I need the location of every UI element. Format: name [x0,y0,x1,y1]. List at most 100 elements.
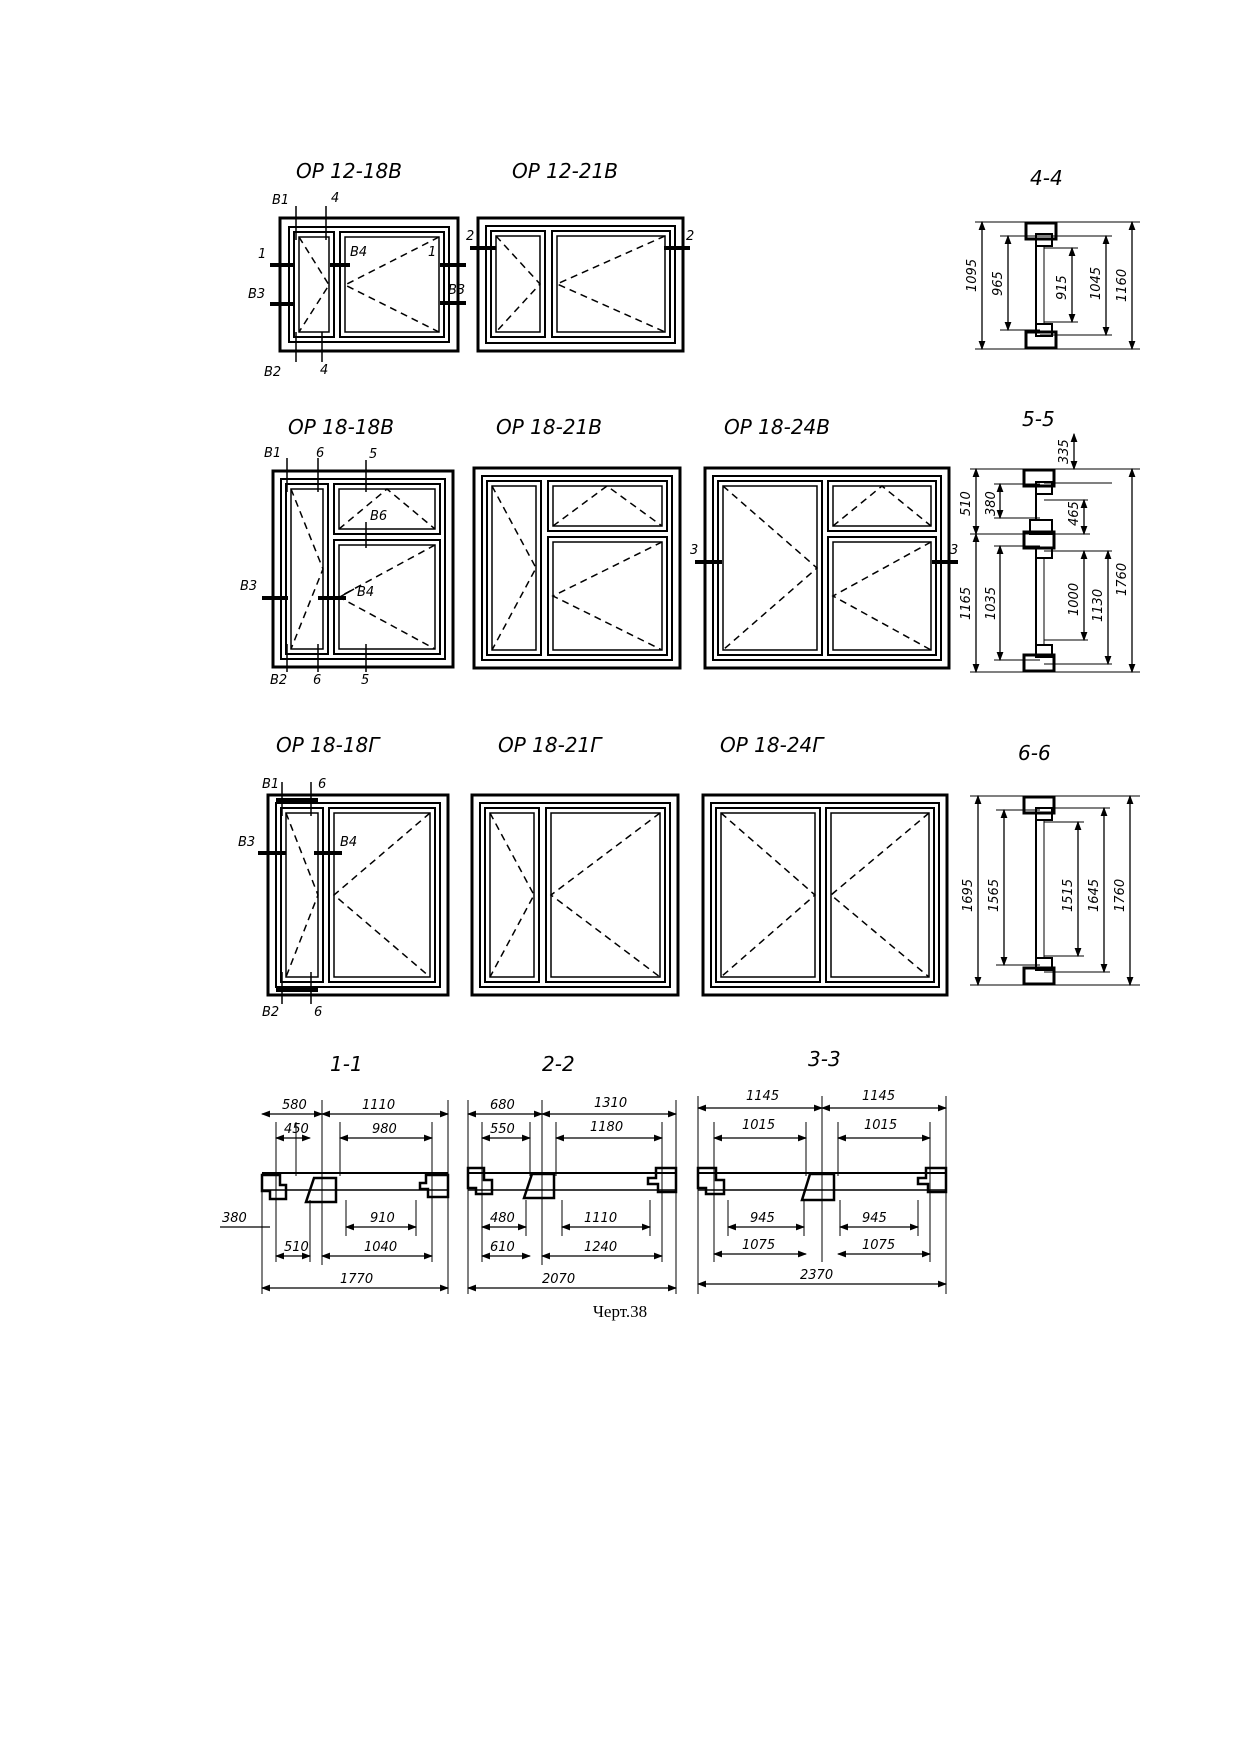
dim-label: 980 [372,1122,397,1137]
section-title: 6-6 [1018,741,1051,765]
dim-label: 1075 [862,1238,895,1253]
marker-label: В4 [340,835,357,850]
marker-label: В6 [370,509,387,524]
dim-label: 1035 [984,587,999,620]
dim-label: 1695 [961,879,976,912]
dim-label: 610 [490,1240,515,1255]
dim-label: 335 [1057,439,1072,464]
marker-label: В3 [248,287,265,302]
dim-label: 1770 [340,1272,373,1287]
dim-label: 1095 [965,259,980,292]
dim-label: 2370 [800,1268,833,1283]
dim-label: 945 [862,1211,887,1226]
dim-label: 510 [959,491,974,516]
marker-label: 1 [258,247,266,262]
section-title: 5-5 [1022,407,1055,431]
window-title: ОР 12-18В [296,159,402,183]
marker-label: 6 [318,777,326,792]
dim-label: 2070 [542,1272,575,1287]
window-title: ОР 18-24Г [720,733,825,757]
dim-label: 1515 [1061,879,1076,912]
marker-label: 5 [361,673,369,688]
dim-label: 1310 [594,1096,627,1111]
marker-label: 6 [316,446,324,461]
dim-label: 910 [370,1211,395,1226]
dim-label: 450 [284,1122,309,1137]
section-title: 4-4 [1030,166,1063,190]
marker-label: В1 [264,446,281,461]
plan-section-2-2: 2-2 [466,1052,678,1294]
marker-label: 6 [314,1005,322,1020]
section-title: 3-3 [808,1047,841,1071]
dim-label: 1000 [1067,583,1082,616]
dim-label: 1110 [362,1098,395,1113]
section-title: 2-2 [542,1052,575,1076]
marker-label: В2 [264,365,281,380]
section-5-5: 5-5 [959,407,1140,674]
dim-label: 380 [984,491,999,516]
dim-label: 1015 [742,1118,775,1133]
dim-label: 550 [490,1122,515,1137]
marker-label: В2 [262,1005,279,1020]
dim-label: 1165 [959,587,974,620]
dim-label: 965 [991,271,1006,296]
marker-label: В3 [238,835,255,850]
marker-label: В2 [270,673,287,688]
window-title: ОР 18-21Г [498,733,603,757]
dim-label: 1015 [864,1118,897,1133]
dim-label: 1045 [1089,267,1104,300]
section-4-4: 4-4 [965,166,1140,351]
dim-label: 1565 [987,879,1002,912]
dim-label: 1760 [1113,879,1128,912]
marker-label: В3 [448,283,465,298]
dim-label: 945 [750,1211,775,1226]
dim-label: 680 [490,1098,515,1113]
dim-label: 1040 [364,1240,397,1255]
dim-label: 1180 [590,1120,623,1135]
dim-label: 380 [222,1211,247,1226]
dim-label: 510 [284,1240,309,1255]
marker-label: 6 [313,673,321,688]
marker-label: 2 [686,229,694,244]
marker-label: 4 [320,363,328,378]
marker-label: В3 [240,579,257,594]
dim-label: 1645 [1087,879,1102,912]
dim-label: 1240 [584,1240,617,1255]
window-or-12-21v: ОР 12-21В 2 2 [466,159,694,353]
marker-label: В4 [357,585,374,600]
window-or-18-18g: ОР 18-18Г В1 [238,733,450,1020]
window-title: ОР 18-18В [288,415,394,439]
marker-label: 5 [369,447,377,462]
window-or-18-18v: ОР 18-18В [240,415,455,688]
dim-label: 1160 [1115,269,1130,302]
marker-label: В4 [350,245,367,260]
marker-label: В1 [272,193,289,208]
plan-section-1-1: 1-1 [220,1052,450,1294]
dim-label: 915 [1055,275,1070,300]
dim-label: 580 [282,1098,307,1113]
window-title: ОР 18-18Г [276,733,381,757]
dim-label: 1130 [1091,589,1106,622]
dim-label: 1760 [1115,563,1130,596]
marker-label: В1 [262,777,279,792]
window-or-18-24g: ОР 18-24Г [701,733,949,997]
window-or-12-18v: ОР 12-18В [248,159,466,380]
section-title: 1-1 [330,1052,363,1076]
dim-label: 465 [1067,501,1082,526]
window-title: ОР 18-21В [496,415,602,439]
marker-label: 3 [950,543,958,558]
dim-label: 1110 [584,1211,617,1226]
plan-section-3-3: 3-3 [696,1047,948,1294]
marker-label: 3 [690,543,698,558]
window-or-18-21v: ОР 18-21В [472,415,682,670]
figure-caption: Черт.38 [592,1302,648,1321]
window-or-18-21g: ОР 18-21Г [470,733,680,997]
section-6-6: 6-6 [961,741,1140,987]
window-title: ОР 12-21В [512,159,618,183]
dim-label: 1145 [746,1089,779,1104]
marker-label: 1 [428,245,436,260]
window-title: ОР 18-24В [724,415,830,439]
dim-label: 480 [490,1211,515,1226]
dim-label: 1075 [742,1238,775,1253]
